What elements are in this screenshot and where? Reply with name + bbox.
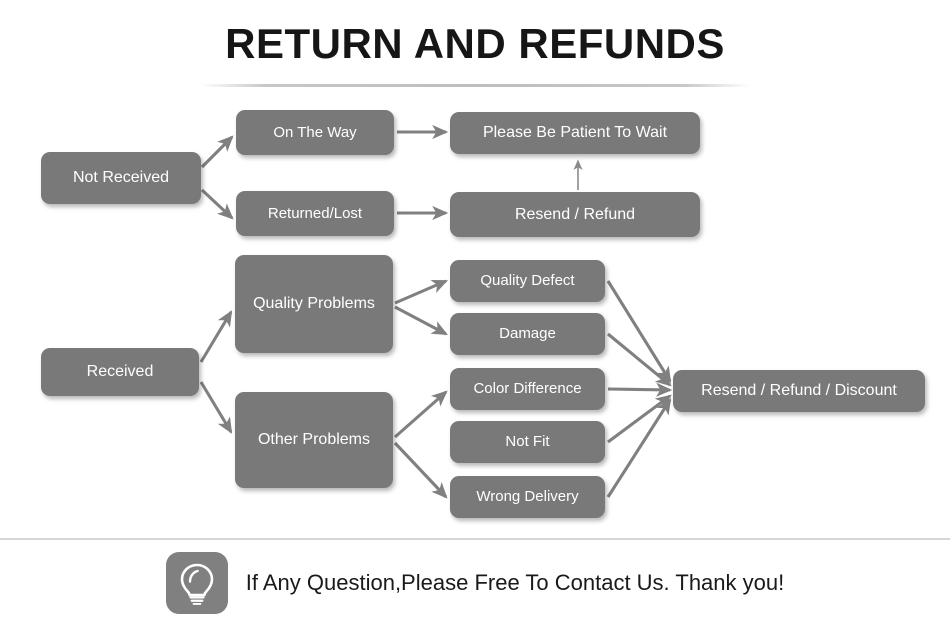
node-not-fit[interactable]: Not Fit (450, 421, 605, 463)
node-quality-defect[interactable]: Quality Defect (450, 260, 605, 302)
lightbulb-icon (165, 552, 228, 614)
node-returned-lost[interactable]: Returned/Lost (236, 191, 394, 236)
arrow-notfit-outcome (607, 394, 672, 444)
arrow-received-quality (199, 310, 233, 363)
arrow-other-color (393, 390, 448, 439)
node-color-difference[interactable]: Color Difference (450, 368, 605, 410)
arrow-quality-damage (394, 305, 448, 336)
node-resend-refund-discount[interactable]: Resend / Refund / Discount (673, 370, 925, 412)
arrow-color-outcome (607, 382, 673, 397)
arrow-received-other (199, 381, 233, 434)
footer-divider (0, 538, 950, 540)
title-divider (200, 84, 750, 87)
page-title: RETURN AND REFUNDS (225, 20, 725, 67)
arrow-quality-defect (394, 279, 449, 305)
arrow-other-wrong (393, 441, 448, 499)
node-other-problems[interactable]: Other Problems (235, 392, 393, 488)
node-please-be-patient-to-wait[interactable]: Please Be Patient To Wait (450, 112, 700, 154)
node-wrong-delivery[interactable]: Wrong Delivery (450, 476, 605, 518)
arrow-wrong-outcome (606, 398, 672, 498)
footer: If Any Question,Please Free To Contact U… (0, 552, 950, 614)
node-not-received[interactable]: Not Received (41, 152, 201, 204)
node-received[interactable]: Received (41, 348, 199, 396)
node-resend-refund[interactable]: Resend / Refund (450, 192, 700, 237)
arrow-notreceived-ontheway (200, 135, 234, 169)
node-quality-problems[interactable]: Quality Problems (235, 255, 393, 353)
node-on-the-way[interactable]: On The Way (236, 110, 394, 155)
arrow-defect-outcome (606, 280, 672, 383)
arrow-damage-outcome (607, 332, 672, 387)
arrow-notreceived-returnedlost (200, 188, 234, 220)
footer-text: If Any Question,Please Free To Contact U… (245, 570, 785, 595)
node-damage[interactable]: Damage (450, 313, 605, 355)
